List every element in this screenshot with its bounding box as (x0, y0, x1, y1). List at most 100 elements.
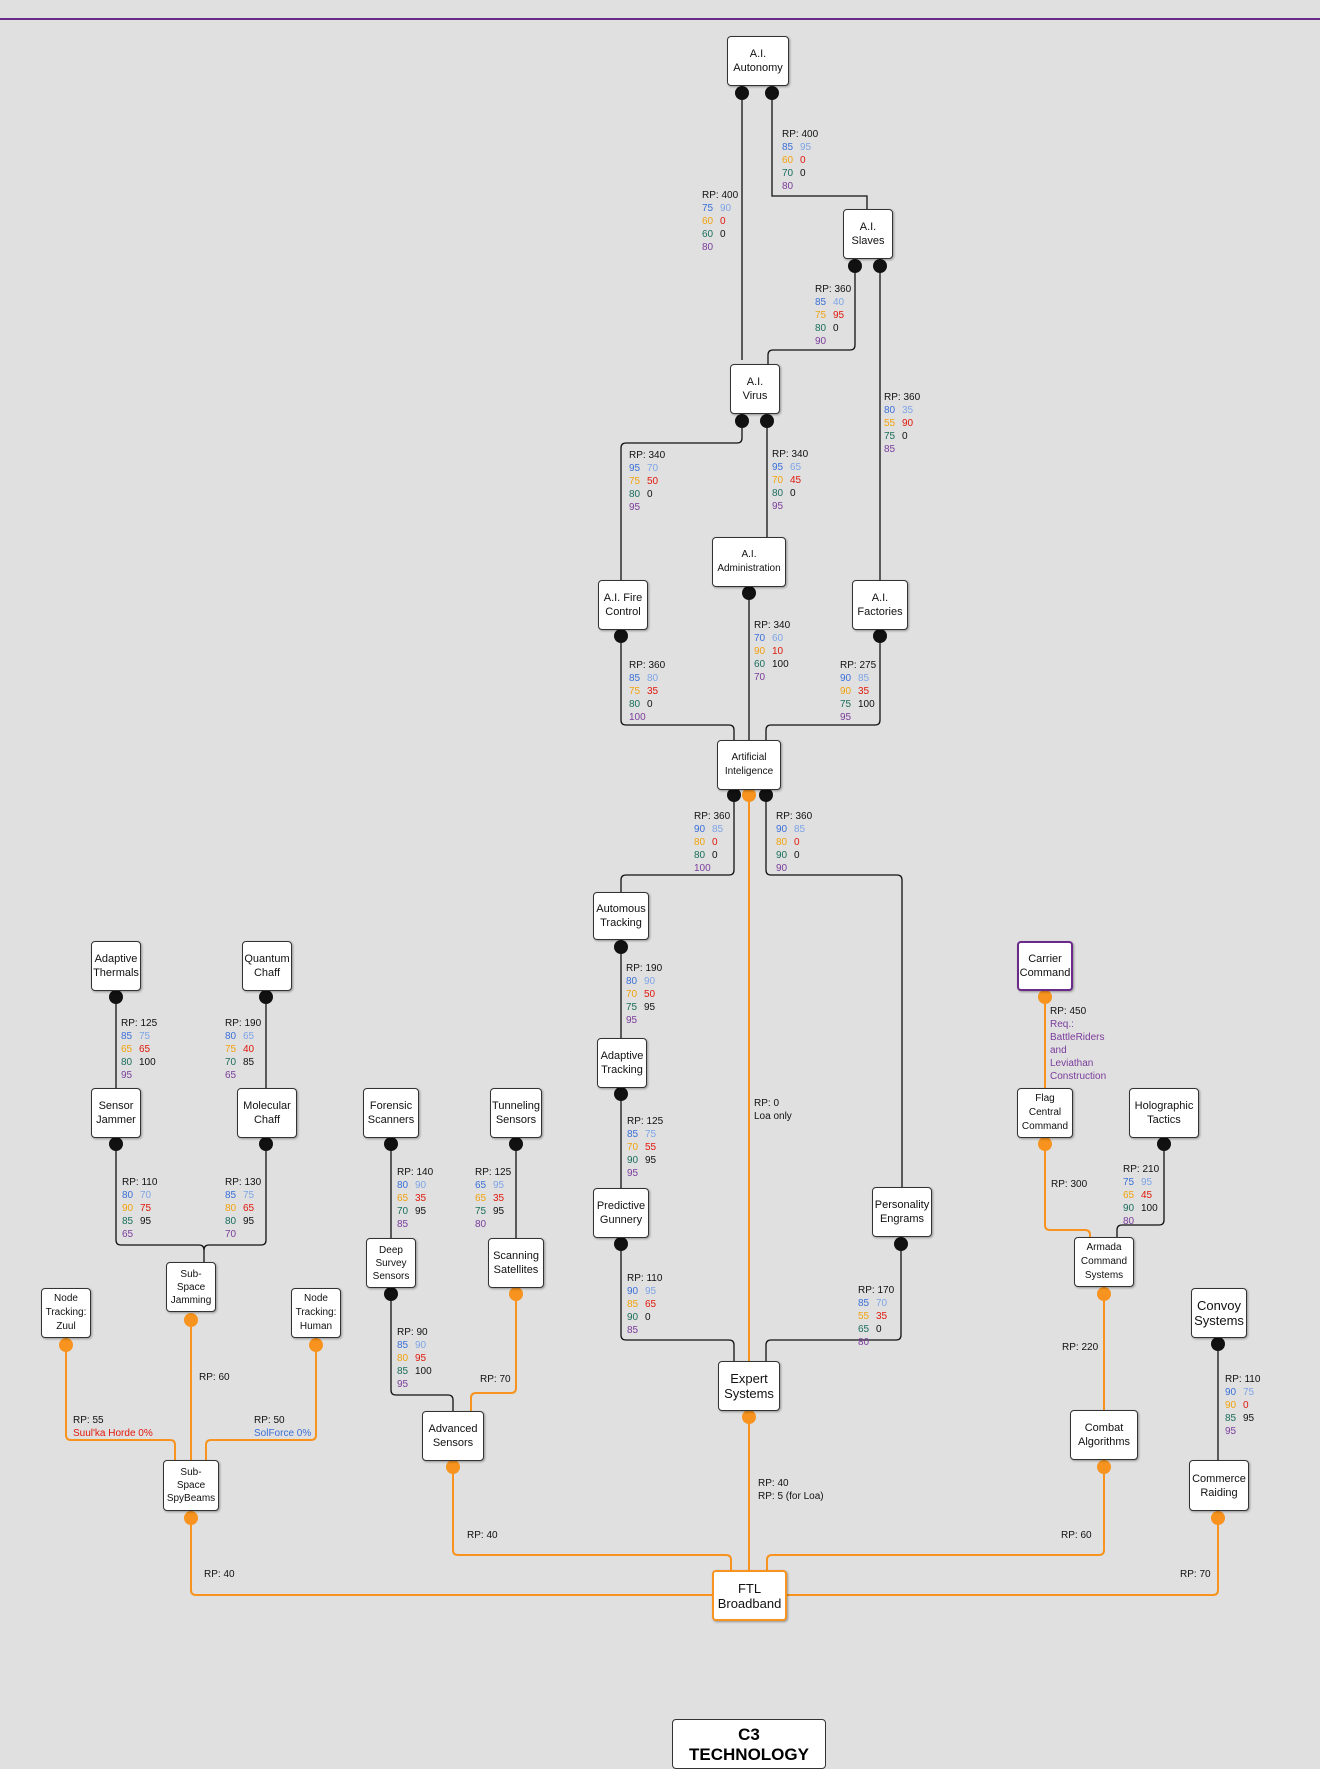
node-ai-administration[interactable]: A.I. Administration (712, 537, 786, 587)
cost-value: 75 (475, 1206, 487, 1217)
cost-value: 100 (139, 1057, 156, 1068)
node-node-tracking-human[interactable]: Node Tracking: Human (291, 1288, 341, 1338)
node-convoy-systems[interactable]: Convoy Systems (1191, 1288, 1247, 1338)
cost-value: 0 (645, 1312, 651, 1323)
cost-value: 95 (645, 1286, 657, 1297)
cost-value: 65 (1123, 1190, 1135, 1201)
cost-value: 100 (694, 863, 711, 874)
cost-row: 65 (225, 1069, 261, 1082)
rp-combat-ftl: RP: 60 (1061, 1530, 1092, 1541)
node-node-tracking-zuul[interactable]: Node Tracking: Zuul (41, 1288, 91, 1338)
cost-rp: RP: 340 (772, 449, 809, 460)
cost-row: 95 (626, 1014, 662, 1027)
cost-value: 40 (243, 1044, 255, 1055)
node-combat-algorithms[interactable]: Combat Algorithms (1070, 1410, 1138, 1460)
cost-rp: RP: 125 (475, 1167, 512, 1178)
cost-value: 80 (884, 405, 896, 416)
wire-slaves-virus (767, 266, 856, 364)
port-dot (873, 259, 887, 273)
node-forensic-scanners[interactable]: Forensic Scanners (363, 1088, 419, 1138)
cost-value: 95 (415, 1206, 427, 1217)
node-flag-central-command[interactable]: Flag Central Command (1017, 1088, 1073, 1138)
cost-row: 100 (694, 862, 730, 875)
node-holographic-tactics[interactable]: Holographic Tactics (1129, 1088, 1199, 1138)
node-ai-factories[interactable]: A.I. Factories (852, 580, 908, 630)
node-advanced-sensors[interactable]: Advanced Sensors (422, 1411, 484, 1461)
node-ai-fire-control[interactable]: A.I. Fire Control (598, 580, 648, 630)
cost-row: 80 (858, 1336, 894, 1349)
cost-value: 90 (415, 1340, 427, 1351)
cost-value: 80 (776, 837, 788, 848)
node-predictive-gunnery[interactable]: Predictive Gunnery (593, 1188, 649, 1238)
cost-rp: RP: 90 (397, 1327, 428, 1338)
wire-firecontrol-ai (620, 636, 735, 740)
node-armada-command-systems[interactable]: Armada Command Systems (1074, 1237, 1134, 1287)
port-dot (848, 259, 862, 273)
node-quantum-chaff[interactable]: Quantum Chaff (242, 941, 292, 991)
cost-value: 65 (121, 1044, 133, 1055)
node-automous-tracking[interactable]: Automous Tracking (593, 892, 649, 940)
cost-value: 0 (720, 216, 726, 227)
node-molecular-chaff[interactable]: Molecular Chaff (237, 1088, 297, 1138)
node-expert-systems[interactable]: Expert Systems (718, 1361, 780, 1411)
node-adaptive-tracking[interactable]: Adaptive Tracking (597, 1038, 647, 1088)
node-ai-virus[interactable]: A.I. Virus (730, 364, 780, 414)
node-scanning-satellites[interactable]: Scanning Satellites (488, 1238, 544, 1288)
cost-value: 95 (1243, 1413, 1255, 1424)
cost-row: 85 (884, 443, 920, 456)
cost-value: 90 (754, 646, 766, 657)
node-personality-engrams[interactable]: Personality Engrams (872, 1187, 932, 1237)
cost-value: 80 (626, 976, 638, 987)
node-ai-slaves[interactable]: A.I. Slaves (843, 209, 893, 259)
rp-advanced-ftl: RP: 40 (467, 1530, 498, 1541)
cost-value: 75 (140, 1203, 152, 1214)
node-sensor-jammer[interactable]: Sensor Jammer (91, 1088, 141, 1138)
cost-value: 90 (1123, 1203, 1135, 1214)
port-dot (109, 990, 123, 1004)
cost-value: 65 (475, 1193, 487, 1204)
cost-value: 0 (800, 168, 806, 179)
cost-value: 0 (790, 488, 796, 499)
node-ai-autonomy[interactable]: A.I. Autonomy (727, 36, 789, 86)
cost-value: 35 (647, 686, 659, 697)
cost-value: 75 (629, 476, 641, 487)
cost-value: 75 (815, 310, 827, 321)
cost-value: 95 (243, 1216, 255, 1227)
node-sub-space-jamming[interactable]: Sub- Space Jamming (166, 1262, 216, 1312)
node-artificial-inteligence[interactable]: Artificial Inteligence (717, 740, 781, 790)
node-commerce-raiding[interactable]: Commerce Raiding (1189, 1460, 1249, 1511)
node-sub-space-spybeams[interactable]: Sub- Space SpyBeams (163, 1460, 219, 1511)
cost-row: 80 (1123, 1215, 1159, 1228)
node-adaptive-thermals[interactable]: Adaptive Thermals (91, 941, 141, 991)
page-title: C3 TECHNOLOGY (672, 1719, 826, 1769)
cost-value: 60 (702, 229, 714, 240)
cost-rp: RP: 130 (225, 1177, 262, 1188)
node-deep-survey-sensors[interactable]: Deep Survey Sensors (366, 1238, 416, 1288)
node-carrier-command[interactable]: Carrier Command (1017, 941, 1073, 991)
wire-spybeams-ftl (190, 1518, 712, 1596)
cost-value: 65 (790, 462, 802, 473)
node-tunneling-sensors[interactable]: Tunneling Sensors (490, 1088, 542, 1138)
port-dot-orange (184, 1313, 198, 1327)
node-ftl-broadband[interactable]: FTL Broadband (712, 1570, 787, 1621)
